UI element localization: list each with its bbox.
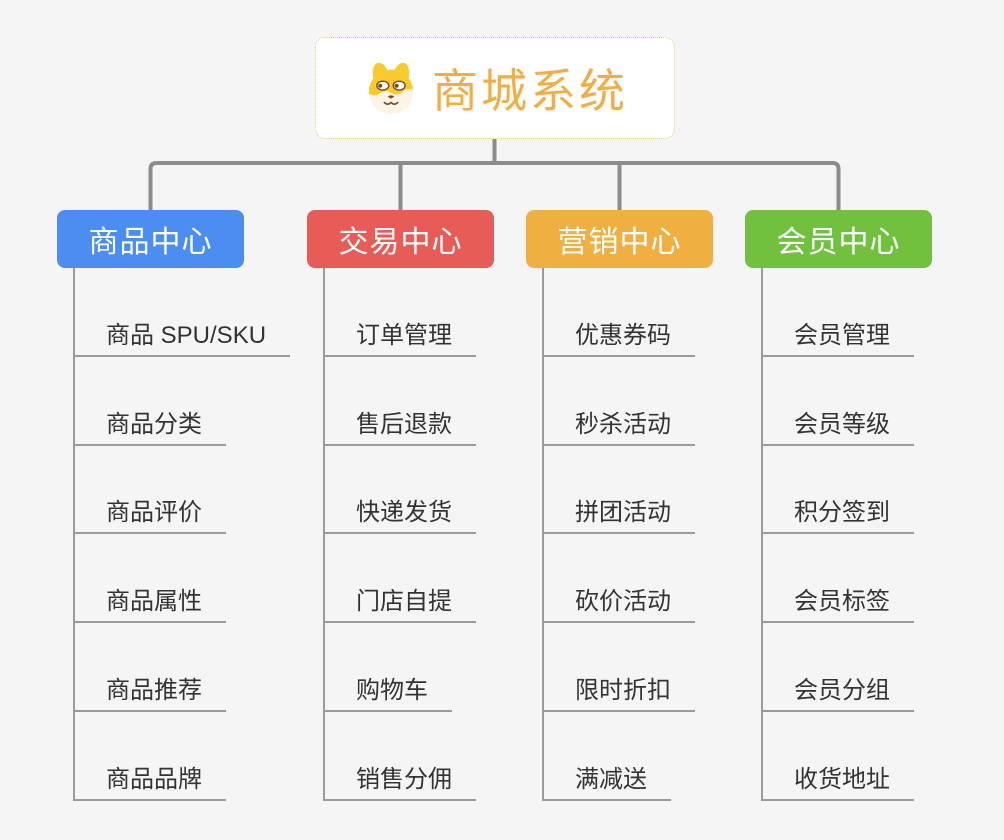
- branch-item[interactable]: 收货地址: [761, 765, 914, 801]
- branch-item[interactable]: 优惠券码: [542, 321, 695, 357]
- branch-item[interactable]: 商品 SPU/SKU: [73, 321, 291, 357]
- branch-item[interactable]: 购物车: [323, 676, 452, 712]
- branch-item[interactable]: 商品推荐: [73, 676, 226, 712]
- branch-item[interactable]: 秒杀活动: [542, 410, 695, 446]
- branch-item[interactable]: 会员分组: [761, 676, 914, 712]
- branch-item[interactable]: 销售分佣: [323, 765, 476, 801]
- branch-item[interactable]: 快递发货: [323, 498, 476, 535]
- branch-header-0[interactable]: 商品中心: [57, 210, 244, 268]
- branch-item[interactable]: 砍价活动: [542, 587, 695, 624]
- branch-item[interactable]: 订单管理: [323, 321, 476, 357]
- branch-item[interactable]: 会员等级: [761, 410, 914, 446]
- branch-header-3[interactable]: 会员中心: [745, 210, 932, 268]
- branch-header-1[interactable]: 交易中心: [307, 210, 494, 268]
- branch-item[interactable]: 限时折扣: [542, 676, 695, 712]
- shiba-dog-icon: [362, 61, 420, 115]
- root-node[interactable]: 商城系统: [315, 37, 675, 139]
- branch-item[interactable]: 商品品牌: [73, 765, 226, 801]
- branch-item[interactable]: 商品属性: [73, 587, 226, 624]
- branch-item[interactable]: 商品评价: [73, 498, 226, 535]
- branch-header-2[interactable]: 营销中心: [526, 210, 713, 268]
- branch-item[interactable]: 积分签到: [761, 498, 914, 535]
- branch-item[interactable]: 门店自提: [323, 587, 476, 624]
- branch-item[interactable]: 拼团活动: [542, 498, 695, 535]
- branch-item[interactable]: 会员标签: [761, 587, 914, 624]
- branch-item[interactable]: 满减送: [542, 765, 671, 801]
- branch-item[interactable]: 商品分类: [73, 410, 226, 446]
- branch-item[interactable]: 售后退款: [323, 410, 476, 446]
- branch-item[interactable]: 会员管理: [761, 321, 914, 357]
- root-title: 商城系统: [432, 65, 628, 117]
